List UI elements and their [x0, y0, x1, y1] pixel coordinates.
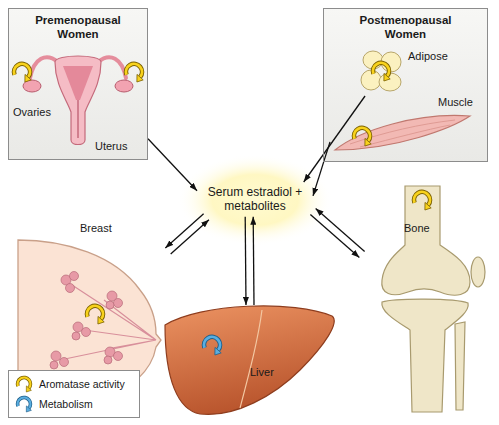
serum-glow	[177, 154, 333, 246]
node-label: Bone	[404, 222, 444, 235]
node-label: Muscle	[438, 96, 480, 109]
organ-label: Ovaries	[13, 106, 62, 122]
patella	[471, 257, 485, 287]
legend-row: Metabolism	[13, 394, 135, 414]
flow-arrow	[304, 96, 365, 182]
serum-node: Serum estradiol + metabolites	[197, 182, 313, 217]
panel-ground	[8, 8, 148, 160]
adipose-illustration	[361, 51, 401, 91]
uterus-illustration	[23, 56, 133, 145]
uterus	[55, 56, 101, 145]
fallopian-tube	[30, 57, 58, 78]
legend-symbol	[13, 375, 35, 393]
fallopian-tube	[98, 57, 126, 78]
flow-arrow	[310, 215, 359, 258]
group-box: Premenopausal WomenOvariesUterus	[8, 8, 148, 160]
legend-symbol-shape	[18, 398, 32, 412]
fibula	[455, 322, 465, 410]
tissue-node: Muscle	[330, 96, 483, 150]
node-label: Serum estradiol + metabolites	[200, 185, 310, 214]
flow-arrow	[165, 214, 203, 248]
cervical-canal	[77, 100, 79, 138]
tibia	[382, 299, 468, 412]
flow-arrow	[316, 209, 365, 252]
milk-duct	[60, 285, 156, 360]
liver-illustration	[165, 306, 334, 415]
legend: Aromatase activityMetabolism	[8, 370, 140, 418]
flow-arrow	[245, 217, 247, 305]
group-box: Postmenopausal WomenAdiposeMuscle	[323, 8, 488, 162]
flow-arrow	[148, 139, 197, 191]
falciform-ligament	[240, 310, 262, 408]
muscle-illustration	[335, 115, 470, 150]
liver	[165, 306, 334, 415]
lobule	[50, 272, 123, 370]
legend-row: Aromatase activity	[13, 374, 135, 394]
legend-symbol	[13, 395, 35, 413]
node-label: Premenopausal Women	[23, 14, 133, 42]
node-label: Breast	[80, 222, 126, 235]
panel-ground	[323, 8, 488, 162]
organ-node: Liver	[165, 305, 335, 420]
uterine-cavity	[63, 66, 93, 100]
node-label: Postmenopausal Women	[345, 14, 466, 42]
tissue-node: Adipose	[360, 44, 461, 96]
legend-text: Metabolism	[39, 398, 93, 410]
organ-node: Breast	[18, 222, 168, 367]
femur	[382, 186, 470, 295]
node-label: Liver	[250, 366, 290, 379]
node-label: Adipose	[408, 50, 458, 63]
flow-arrow	[171, 220, 209, 254]
muscle	[335, 115, 470, 150]
node-label: Ovaries	[13, 106, 59, 119]
node-label: Uterus	[95, 140, 139, 153]
legend-symbol-shape	[18, 378, 32, 392]
legend-text: Aromatase activity	[39, 378, 125, 390]
ovary	[115, 80, 133, 92]
organ-node: Bone	[362, 186, 486, 414]
flow-arrow	[313, 142, 330, 196]
organ-label: Uterus	[95, 140, 142, 156]
bone-illustration	[382, 186, 485, 412]
muscle-striation	[360, 125, 450, 147]
flow-arrow	[253, 217, 255, 305]
